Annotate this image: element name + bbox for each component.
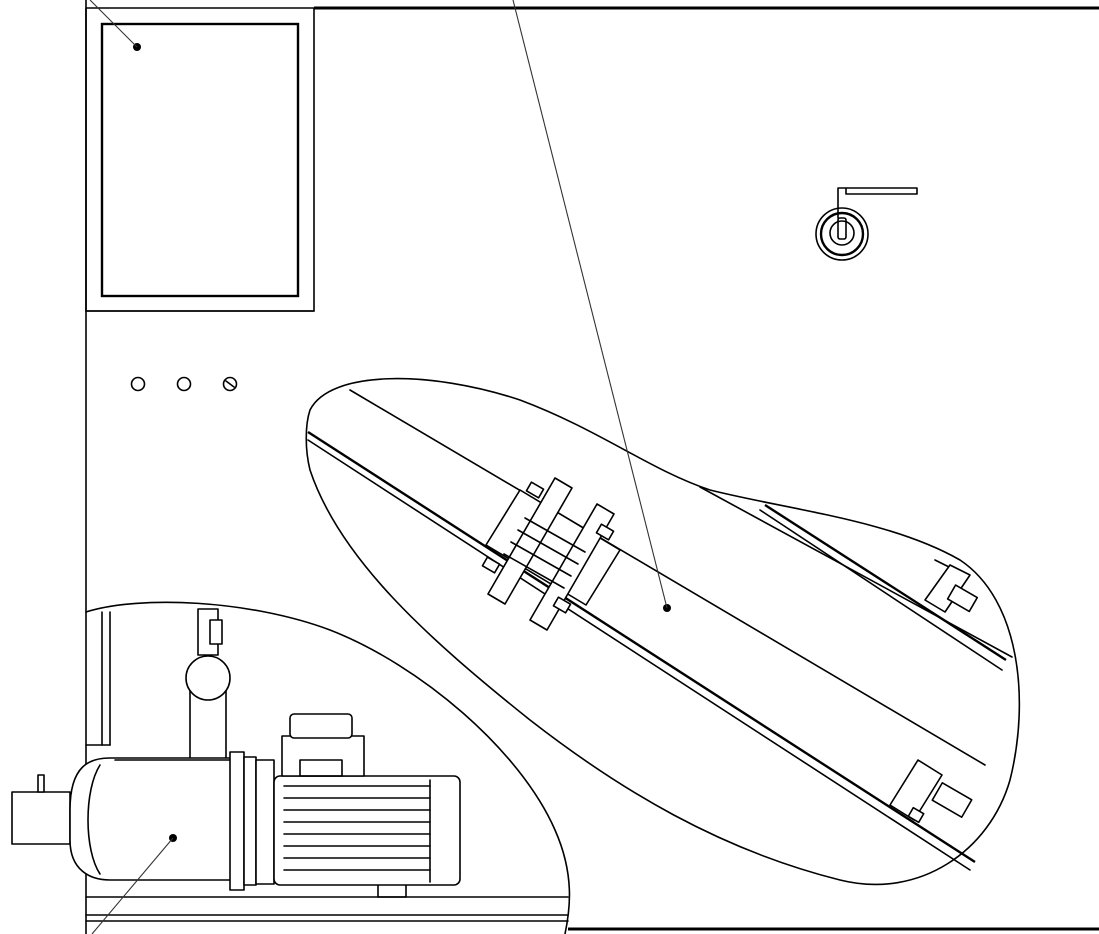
indicator-lights [130,376,238,392]
motor-fins [283,779,431,883]
pipe-detail-view [305,377,1021,886]
leader-lines [89,0,668,934]
pump-detail-view [11,601,571,934]
ball-valve [815,187,918,261]
control-panel [85,7,315,312]
